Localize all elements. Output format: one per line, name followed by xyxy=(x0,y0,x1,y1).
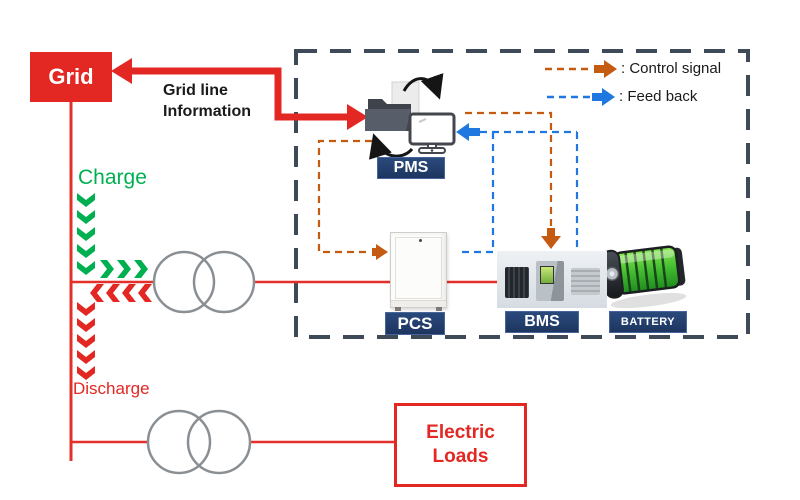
legend-control-signal-label: : Control signal xyxy=(621,60,722,77)
pms-icon xyxy=(365,73,456,160)
legend-feed-back-label: : Feed back xyxy=(619,88,698,105)
discharge-chevrons xyxy=(77,284,152,380)
pcs-foot-right xyxy=(436,307,442,311)
charge-chevrons xyxy=(77,193,148,278)
bms-controller-screen xyxy=(540,266,554,284)
pcs-cabinet-icon xyxy=(390,232,447,311)
bms-plc-module-icon xyxy=(571,268,600,295)
electric-loads-line1: Electric xyxy=(426,422,495,443)
battery-label: BATTERY xyxy=(609,311,687,333)
battery-icon xyxy=(601,245,687,309)
charge-label: Charge xyxy=(78,166,147,189)
electric-loads-box: Electric Loads xyxy=(394,403,527,487)
transformer-loads-icon xyxy=(146,409,252,475)
pcs-base xyxy=(391,300,446,307)
pcs-foot-left xyxy=(395,307,401,311)
bms-icon xyxy=(497,251,607,308)
grid-line-info-label: Grid line Information xyxy=(163,80,251,122)
electric-loads-line2: Loads xyxy=(432,446,489,467)
transformer-grid-ess-icon xyxy=(152,250,256,314)
grid-box: Grid xyxy=(30,52,112,102)
pcs-door xyxy=(395,237,442,299)
feedback-paths xyxy=(456,123,579,254)
pcs-lock-dot xyxy=(418,239,422,242)
grid-line-info-line2: Information xyxy=(163,103,251,120)
legend-feedback-arrow-icon xyxy=(547,88,615,106)
bms-label: BMS xyxy=(505,311,579,333)
grid-line-info-line1: Grid line xyxy=(163,82,228,99)
pcs-label: PCS xyxy=(385,312,445,335)
bms-rack-module-icon xyxy=(505,267,529,298)
discharge-label: Discharge xyxy=(73,379,150,398)
pms-label: PMS xyxy=(377,157,445,179)
legend-control-arrow-icon xyxy=(545,60,617,78)
bms-controller-icon xyxy=(536,261,564,301)
